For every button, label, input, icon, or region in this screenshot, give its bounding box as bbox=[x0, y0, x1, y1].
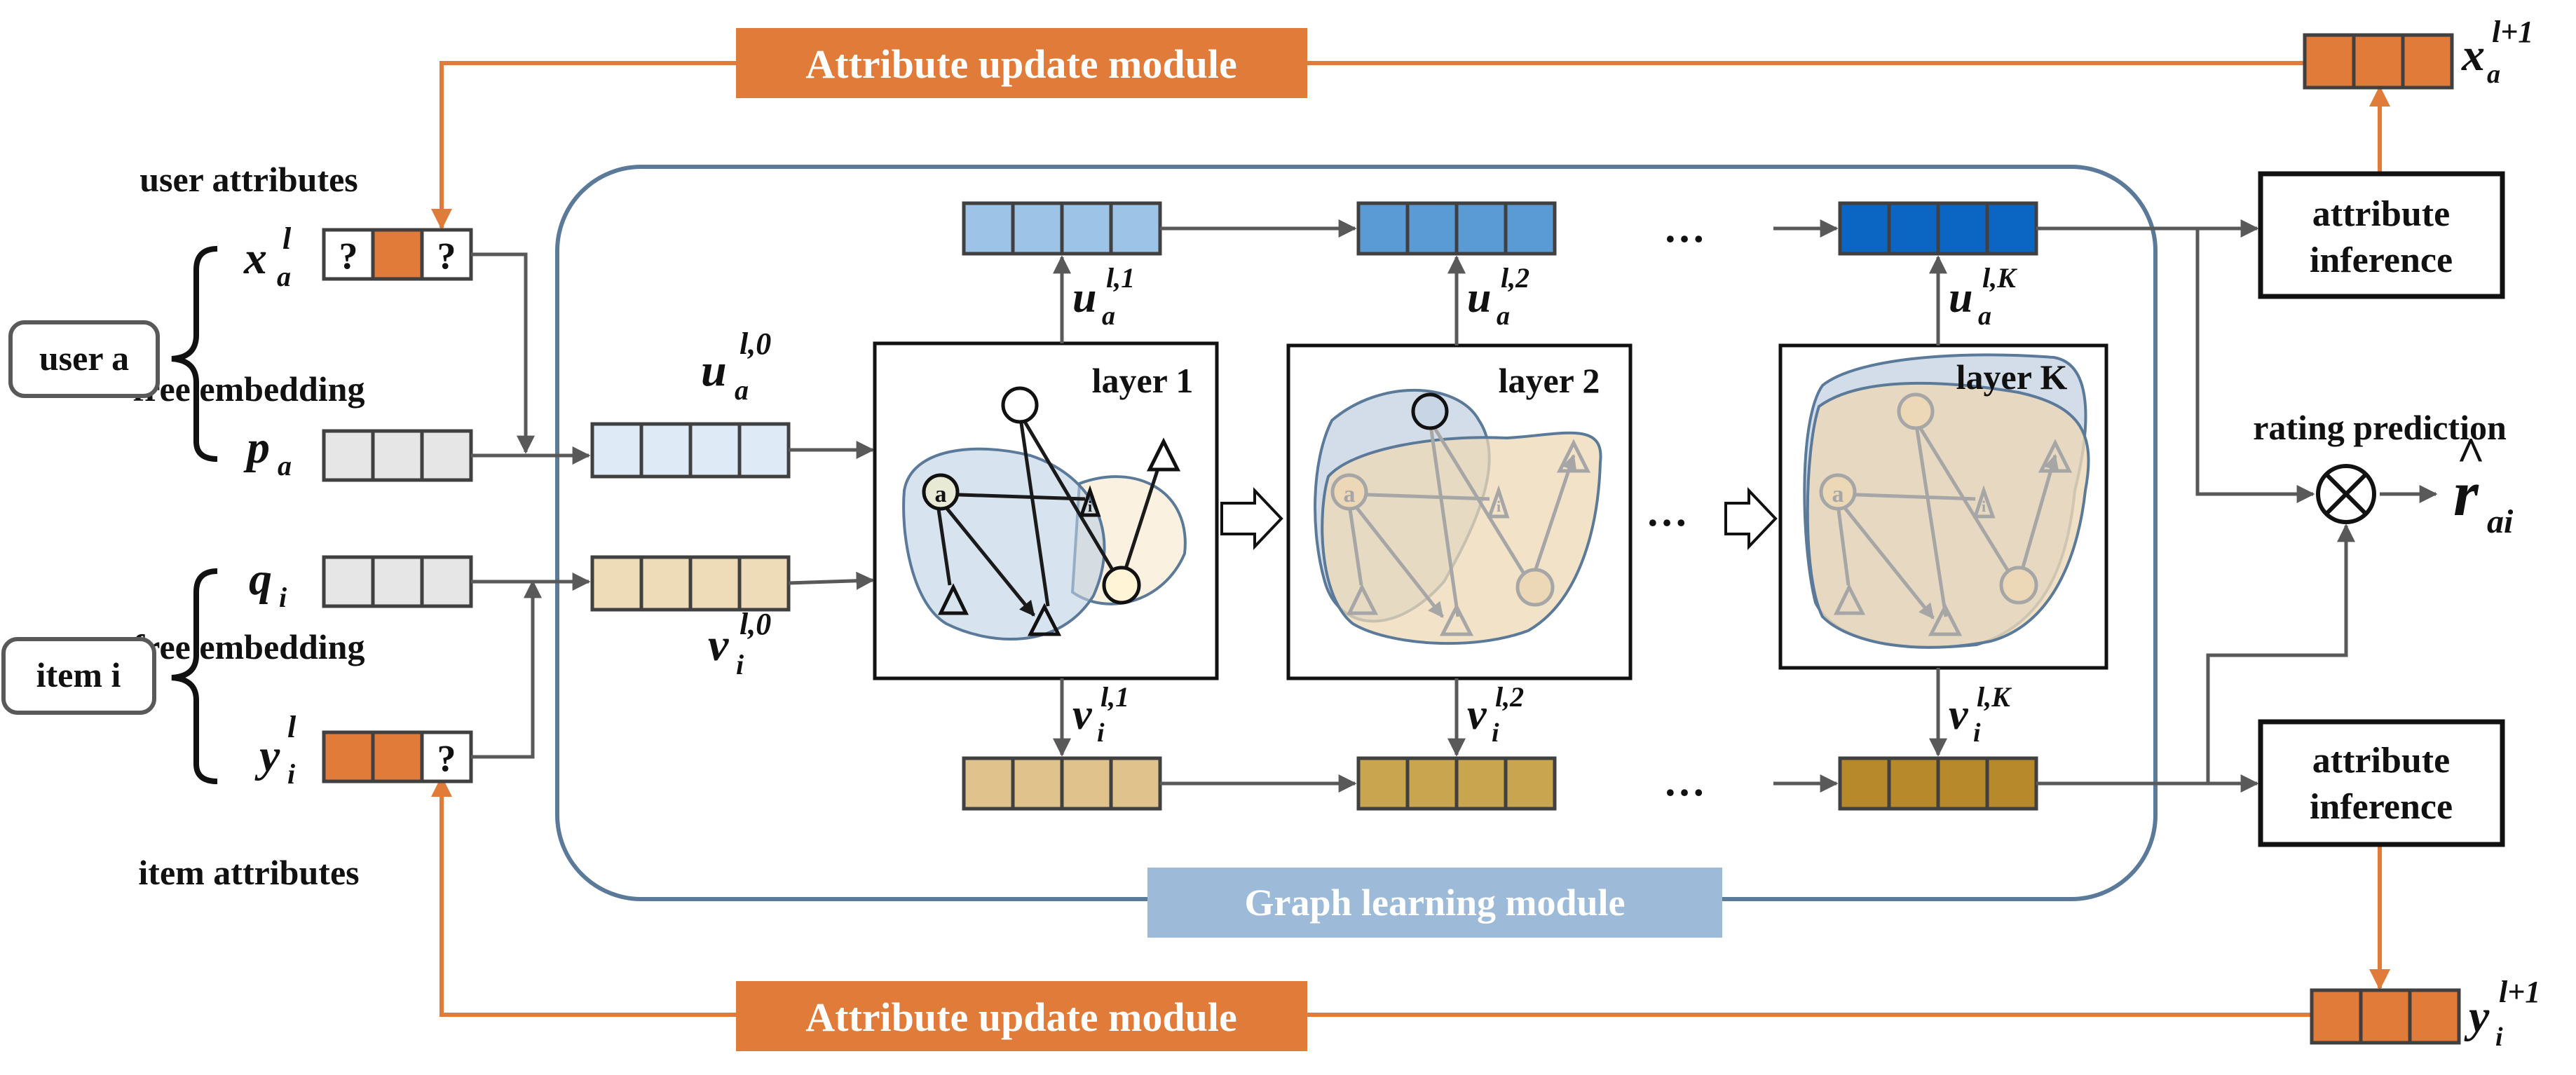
user-a-text: user a bbox=[39, 338, 129, 378]
x-a-next-symbol: xal+1 bbox=[2461, 15, 2533, 89]
unknown-marker: ? bbox=[437, 737, 456, 779]
free-embedding-item-label: free embedding bbox=[133, 627, 365, 666]
svg-text:inference: inference bbox=[2310, 240, 2453, 280]
input-connectors bbox=[471, 252, 591, 759]
ellipsis-middle: … bbox=[1646, 488, 1688, 535]
item-i-box: item i bbox=[1, 637, 156, 715]
item-i-text: item i bbox=[36, 655, 121, 694]
svg-text:attribute: attribute bbox=[2312, 194, 2450, 234]
attribute-update-module-bottom-text: Attribute update module bbox=[805, 994, 1236, 1040]
item-attributes-label: item attributes bbox=[138, 853, 359, 892]
v-l0-vector bbox=[590, 555, 791, 612]
graph-node bbox=[1102, 566, 1141, 605]
unknown-marker: ? bbox=[437, 235, 456, 277]
attribute-update-module-top-box bbox=[736, 28, 1307, 98]
graph-learning-module-label: Graph learning module bbox=[1147, 868, 1722, 938]
x-a-next-vector bbox=[2303, 33, 2454, 90]
p-a-vector bbox=[322, 429, 473, 482]
u-l1-vector bbox=[962, 201, 1162, 256]
user-brace bbox=[171, 246, 218, 462]
x-a-l-vector: ? ? bbox=[322, 228, 473, 281]
svg-text:a: a bbox=[1832, 481, 1844, 507]
layer-2-box: layer 2 a i bbox=[1286, 343, 1633, 680]
svg-text:attribute: attribute bbox=[2312, 741, 2450, 781]
ellipsis-top: … bbox=[1663, 205, 1705, 251]
q-i-vector bbox=[322, 555, 473, 608]
svg-text:i: i bbox=[1982, 498, 1986, 515]
layer-2-label: layer 2 bbox=[1499, 361, 1600, 400]
u-l0-vector bbox=[590, 422, 791, 479]
graph-node bbox=[922, 473, 960, 511]
bottom-row-arrows bbox=[1053, 668, 2259, 793]
attribute-update-module-bottom-box bbox=[736, 981, 1307, 1051]
r-hat-accent: ^ bbox=[2457, 428, 2486, 482]
item-brace bbox=[171, 568, 218, 784]
u-lK-vector bbox=[1838, 201, 2038, 256]
y-i-next-vector bbox=[2310, 988, 2461, 1045]
graph-learning-module-text: Graph learning module bbox=[1244, 882, 1625, 924]
layer-k-label: layer K bbox=[1956, 357, 2068, 397]
attribute-update-module-top-text: Attribute update module bbox=[805, 41, 1236, 87]
top-row-arrows bbox=[1053, 219, 2259, 345]
svg-text:a: a bbox=[935, 481, 947, 507]
svg-text:i: i bbox=[1497, 498, 1501, 515]
arrow-v0-to-layer1 bbox=[788, 571, 875, 590]
attribute-update-bottom: Attribute update module bbox=[431, 776, 2313, 1051]
rating-prediction-label: rating prediction bbox=[2253, 408, 2507, 447]
svg-text:a: a bbox=[1344, 481, 1356, 507]
svg-text:inference: inference bbox=[2310, 787, 2453, 827]
free-embedding-user-label: free embedding bbox=[133, 369, 365, 409]
u-l2-vector bbox=[1356, 201, 1557, 256]
block-arrow-1 bbox=[1220, 486, 1283, 551]
layer-1-label: layer 1 bbox=[1092, 361, 1194, 400]
block-arrow-2 bbox=[1724, 486, 1778, 551]
attribute-inference-top: attribute inference bbox=[2258, 171, 2505, 299]
unknown-marker: ? bbox=[339, 235, 358, 277]
attribute-inference-bottom: attribute inference bbox=[2258, 719, 2505, 847]
otimes-operator bbox=[2316, 464, 2376, 524]
graph-node bbox=[1001, 386, 1039, 424]
svg-text:i: i bbox=[1088, 498, 1092, 515]
v-l1-vector bbox=[962, 756, 1162, 811]
layer-k-box: layer K a i bbox=[1778, 343, 2108, 670]
user-a-box: user a bbox=[8, 320, 160, 398]
v-lK-vector bbox=[1838, 756, 2038, 811]
rating-connectors bbox=[2195, 228, 2438, 783]
v-l2-vector bbox=[1356, 756, 1557, 811]
attribute-update-top: Attribute update module bbox=[431, 28, 2380, 230]
user-attributes-label: user attributes bbox=[139, 160, 358, 199]
layer-1-box: layer 1 a i bbox=[873, 341, 1219, 680]
y-i-l-vector: ? bbox=[322, 730, 473, 783]
ellipsis-bottom: … bbox=[1663, 758, 1705, 804]
